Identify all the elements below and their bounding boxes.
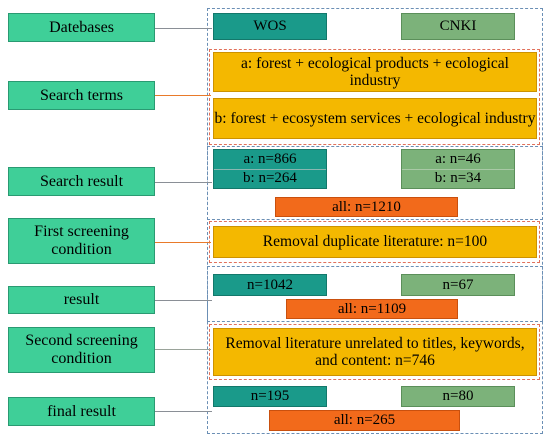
- result-wos: n=1042: [213, 274, 327, 296]
- connector-first-screening: [155, 242, 211, 243]
- search-result-wos: a: n=866 b: n=264: [213, 149, 327, 189]
- search-term-b: b: forest + ecosystem services + ecologi…: [213, 98, 537, 139]
- first-screening-condition: Removal duplicate literature: n=100: [213, 226, 537, 258]
- result-all: all: n=1109: [286, 299, 458, 319]
- search-result-wos-a: a: n=866: [243, 151, 297, 168]
- connector-result: [155, 300, 212, 301]
- stage-label-first-screening: First screening condition: [8, 218, 155, 264]
- search-result-cnki-a: a: n=46: [435, 151, 481, 168]
- stage-label-databases: Datebases: [8, 13, 155, 42]
- search-result-frame: [207, 146, 543, 220]
- final-result-wos: n=195: [213, 386, 327, 407]
- stage-label-result: result: [8, 286, 155, 314]
- stage-label-search-result: Search result: [8, 167, 155, 196]
- search-result-wos-b: b: n=264: [243, 170, 297, 187]
- search-term-a: a: forest + ecological products + ecolog…: [213, 52, 537, 92]
- search-terms-frame: [209, 49, 540, 145]
- db-wos: WOS: [213, 13, 327, 40]
- connector-final-result: [155, 411, 212, 412]
- result-frame: [207, 266, 543, 322]
- search-result-all: all: n=1210: [275, 197, 458, 217]
- connector-search-result: [155, 182, 212, 183]
- connector-databases: [155, 28, 212, 29]
- final-result-cnki: n=80: [401, 386, 515, 407]
- search-result-wos-divider: [214, 169, 326, 170]
- db-cnki: CNKI: [401, 13, 515, 40]
- flow-outer-frame: [207, 8, 543, 434]
- second-screening-condition: Removal literature unrelated to titles, …: [213, 328, 537, 376]
- result-cnki: n=67: [401, 274, 515, 296]
- connector-search-terms: [155, 95, 211, 96]
- connector-second-screening: [155, 349, 211, 350]
- search-result-cnki: a: n=46 b: n=34: [401, 149, 515, 189]
- stage-label-final-result: final result: [8, 397, 155, 426]
- second-screening-frame: [209, 324, 540, 380]
- stage-label-search-terms: Search terms: [8, 81, 155, 110]
- search-result-cnki-divider: [402, 169, 514, 170]
- search-result-cnki-b: b: n=34: [434, 170, 482, 187]
- final-result-all: all: n=265: [269, 410, 460, 431]
- stage-label-second-screening: Second screening condition: [8, 327, 155, 373]
